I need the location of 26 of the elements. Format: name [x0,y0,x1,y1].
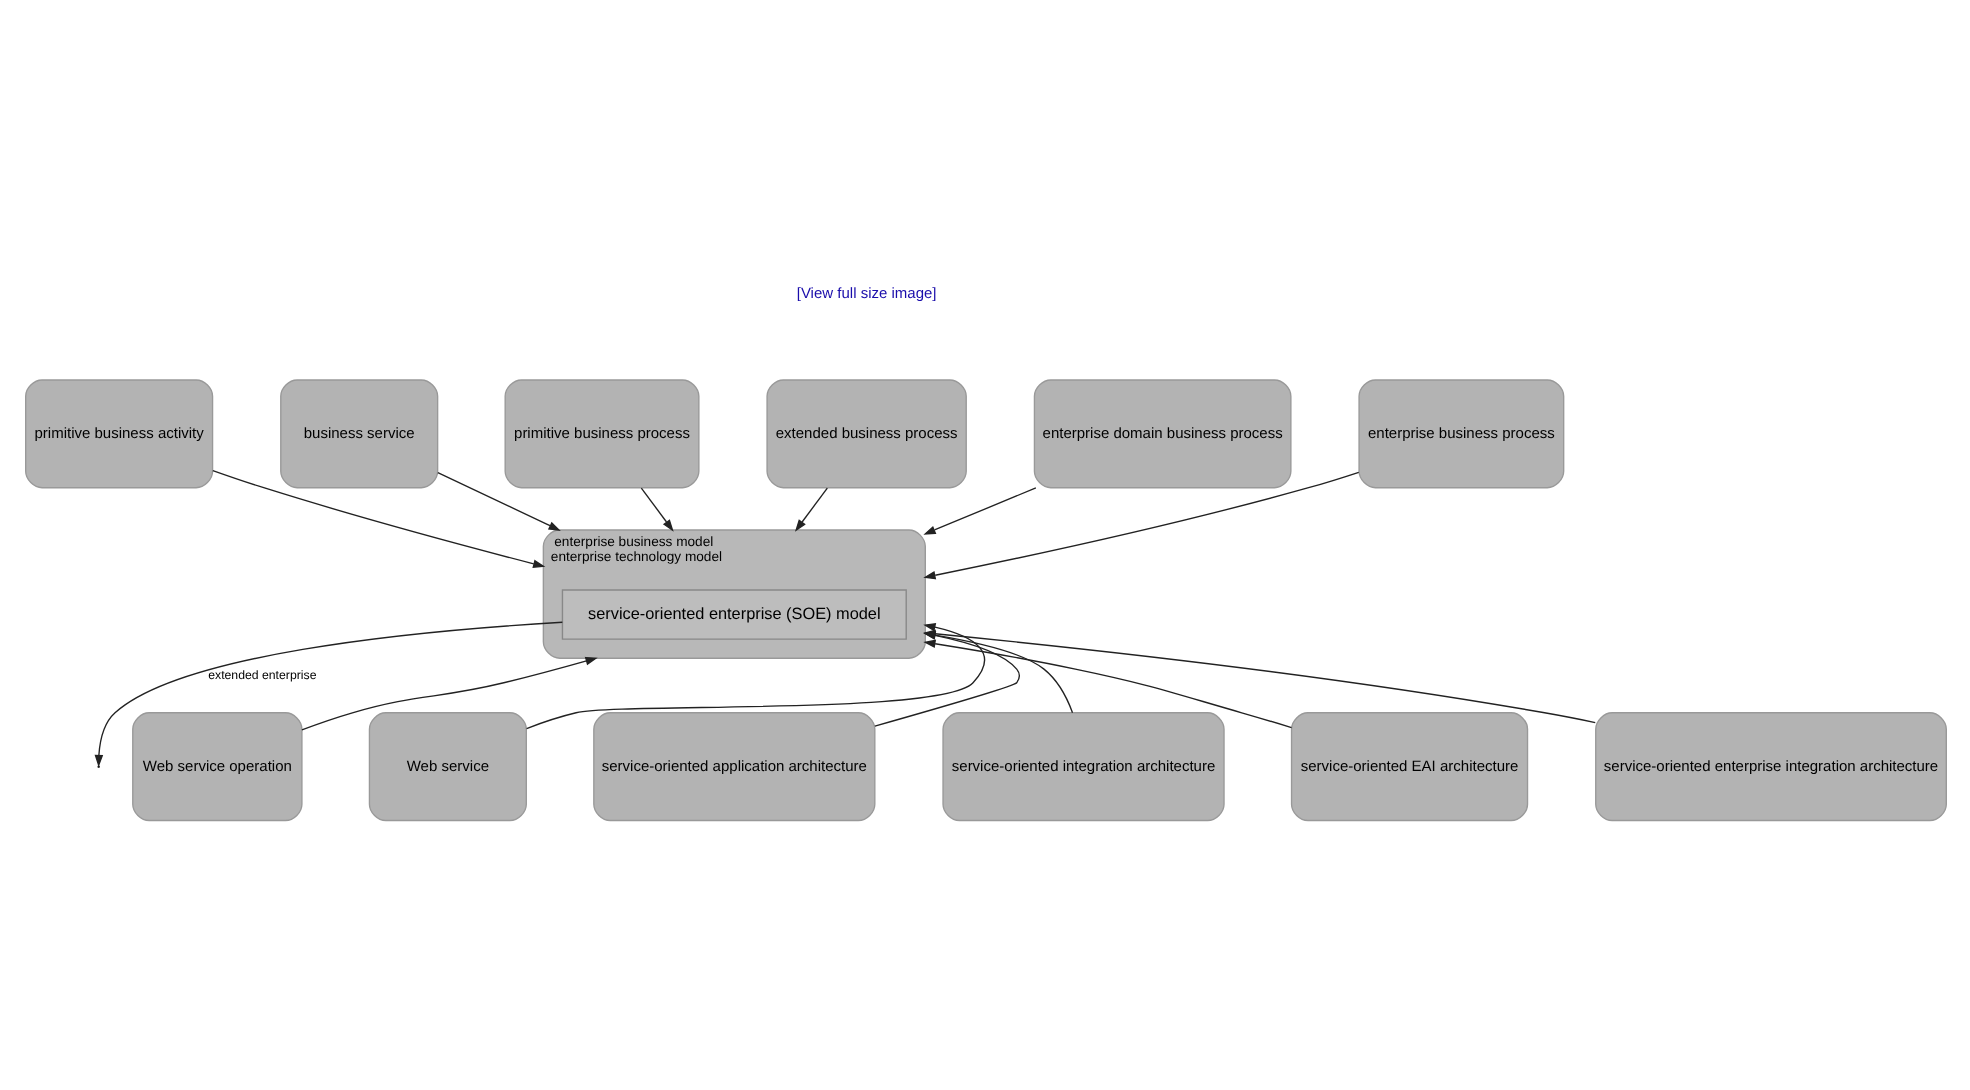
arrow [922,629,1595,724]
node-box: extended business process [765,379,966,489]
node-box: primitive business process [503,379,699,489]
arrow [524,623,985,730]
node-box: primitive business activity [24,379,213,489]
arrow [922,487,1036,535]
arrow [211,469,545,568]
arrow [93,621,562,768]
node-box: Web service [367,712,526,822]
node-box: enterprise domain business process [1032,379,1291,489]
node-box: service-oriented enterprise integration architecture [1594,712,1946,822]
node-box: service-oriented EAI architecture [1289,712,1528,822]
arrow [873,631,1020,727]
node-box: service-oriented application architecture [592,712,875,822]
node-box: enterprise business process [1357,379,1564,489]
node-box: service-oriented integration architecture [941,712,1224,822]
arrow [436,471,560,531]
arrow [793,487,827,532]
arrow [922,639,1292,729]
arrow [300,656,597,731]
node-box: business service [279,379,438,489]
node-box: Web service operation [131,712,302,822]
arrow [922,631,1073,714]
arrow [639,487,673,532]
arrow [922,471,1359,580]
label: [View full size image] [795,283,936,302]
